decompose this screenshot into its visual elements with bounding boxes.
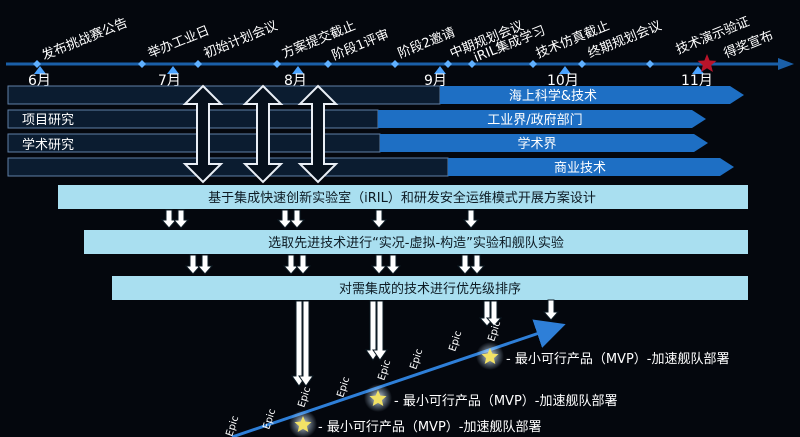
down-arrow-icon bbox=[370, 254, 388, 275]
month-label: 7月 bbox=[158, 73, 181, 89]
epic-label: Epic bbox=[261, 408, 278, 431]
epic-label: Epic bbox=[296, 386, 313, 409]
milestone-diamond bbox=[444, 60, 452, 68]
down-arrow-icon bbox=[462, 209, 480, 229]
epic-label: Epic bbox=[447, 330, 464, 353]
process-box-priority bbox=[112, 276, 748, 300]
month-labels: 6月 7月 8月 9月 10月 11月 bbox=[28, 73, 713, 89]
track-bar bbox=[440, 86, 744, 104]
down-arrow-icon bbox=[298, 300, 314, 387]
down-arrow-icon bbox=[485, 300, 503, 327]
mvp-star-icon bbox=[369, 390, 387, 406]
down-arrow-icon bbox=[196, 254, 214, 275]
mvp-label: - 最小可行产品（MVP）-加速舰队部署 bbox=[318, 420, 541, 435]
down-arrow-icon bbox=[372, 300, 388, 361]
down-arrow-icon bbox=[370, 209, 388, 229]
down-arrow-icon bbox=[184, 254, 202, 275]
row-label-academic: 学术研究 bbox=[22, 137, 74, 153]
down-arrow-icon bbox=[288, 209, 306, 229]
mvp-star-icon bbox=[294, 416, 312, 432]
milestone-label: 举办工业日 bbox=[146, 23, 212, 61]
mvp-labels: - 最小可行产品（MVP）-加速舰队部署 - 最小可行产品（MVP）-加速舰队部… bbox=[318, 352, 729, 435]
process-text: 对需集成的技术进行优先级排序 bbox=[339, 281, 521, 297]
double-arrow-icon bbox=[242, 84, 284, 184]
double-arrow-icon bbox=[182, 84, 224, 184]
milestone-diamond bbox=[468, 60, 476, 68]
mvp-label: - 最小可行产品（MVP）-加速舰队部署 bbox=[506, 352, 729, 367]
epic-label: Epic bbox=[376, 359, 393, 382]
epic-label: Epic bbox=[408, 348, 425, 371]
down-arrow-icon bbox=[456, 254, 474, 275]
track-bar bbox=[448, 158, 734, 176]
month-label: 9月 bbox=[424, 73, 447, 89]
down-arrow-icon bbox=[172, 209, 190, 229]
down-arrow-icon bbox=[160, 209, 178, 229]
month-label: 8月 bbox=[284, 73, 307, 89]
track-bar bbox=[378, 110, 706, 128]
month-label: 10月 bbox=[547, 73, 579, 89]
month-tick bbox=[167, 66, 179, 74]
milestone-diamond bbox=[138, 60, 146, 68]
track-bars: 海上科学&技术 工业界/政府部门 学术界 商业技术 bbox=[378, 86, 744, 176]
milestone-diamond bbox=[578, 60, 586, 68]
double-arrow-icon bbox=[297, 84, 339, 184]
mvp-star-icon bbox=[481, 348, 499, 364]
month-tick bbox=[559, 66, 571, 74]
milestone-diamond bbox=[391, 60, 399, 68]
process-boxes: 基于集成快速创新实验室（iRIL）和研发安全运维模式开展方案设计 选取先进技术进… bbox=[58, 185, 748, 300]
month-tick bbox=[292, 66, 304, 74]
track-bar bbox=[380, 134, 708, 152]
down-arrow-icon bbox=[294, 254, 312, 275]
month-label: 11月 bbox=[681, 73, 713, 89]
milestone-diamond bbox=[324, 60, 332, 68]
row-label-project: 项目研究 bbox=[22, 113, 74, 128]
month-label: 6月 bbox=[28, 73, 51, 89]
milestone-markers bbox=[33, 60, 654, 68]
milestone-label: 阶段2邀请 bbox=[396, 25, 458, 61]
month-tick bbox=[34, 66, 46, 74]
milestone-label: 发布挑战赛公告 bbox=[40, 15, 130, 64]
epic-label: Epic bbox=[335, 376, 352, 399]
month-ticks bbox=[34, 66, 704, 74]
down-arrow-icon bbox=[282, 254, 300, 275]
milestone-diamond bbox=[273, 60, 281, 68]
milestone-diamond bbox=[194, 60, 202, 68]
track-rows: 项目研究 学术研究 bbox=[7, 85, 449, 177]
process-text: 基于集成快速创新实验室（iRIL）和研发安全运维模式开展方案设计 bbox=[208, 190, 596, 206]
track-bar-label: 学术界 bbox=[517, 136, 556, 152]
milestone-star-icon bbox=[697, 54, 717, 72]
track-bar-label: 海上科学&技术 bbox=[509, 88, 597, 104]
double-arrows bbox=[182, 84, 339, 184]
track-bar-label: 商业技术 bbox=[554, 161, 606, 176]
connector-arrows bbox=[160, 209, 486, 275]
mvp-stars bbox=[289, 342, 504, 437]
track-row bbox=[7, 157, 449, 177]
down-arrow-icon bbox=[542, 299, 560, 321]
process-box-design bbox=[58, 185, 748, 209]
delivery-arrows bbox=[291, 300, 503, 387]
milestone-diamond bbox=[646, 60, 654, 68]
month-tick bbox=[434, 66, 446, 74]
milestone-labels: 发布挑战赛公告 举办工业日 初始计划会议 方案提交截止 阶段1评审 阶段2邀请 … bbox=[40, 14, 776, 66]
timeline-arrowhead bbox=[778, 58, 794, 70]
down-arrow-icon bbox=[468, 254, 486, 275]
down-arrow-icon bbox=[384, 254, 402, 275]
progress-arrow bbox=[231, 319, 566, 437]
month-tick bbox=[692, 66, 704, 74]
process-text: 选取先进技术进行“实况-虚拟-构造”实验和舰队实验 bbox=[268, 235, 564, 251]
milestone-diamond bbox=[529, 60, 537, 68]
track-bar-label: 工业界/政府部门 bbox=[487, 113, 582, 128]
milestone-label: 初始计划会议 bbox=[202, 19, 280, 62]
milestone-diamond bbox=[33, 60, 41, 68]
mvp-label: - 最小可行产品（MVP）-加速舰队部署 bbox=[394, 394, 617, 409]
down-arrow-icon bbox=[276, 209, 294, 229]
process-box-experiment bbox=[84, 230, 748, 254]
track-row bbox=[7, 85, 441, 105]
